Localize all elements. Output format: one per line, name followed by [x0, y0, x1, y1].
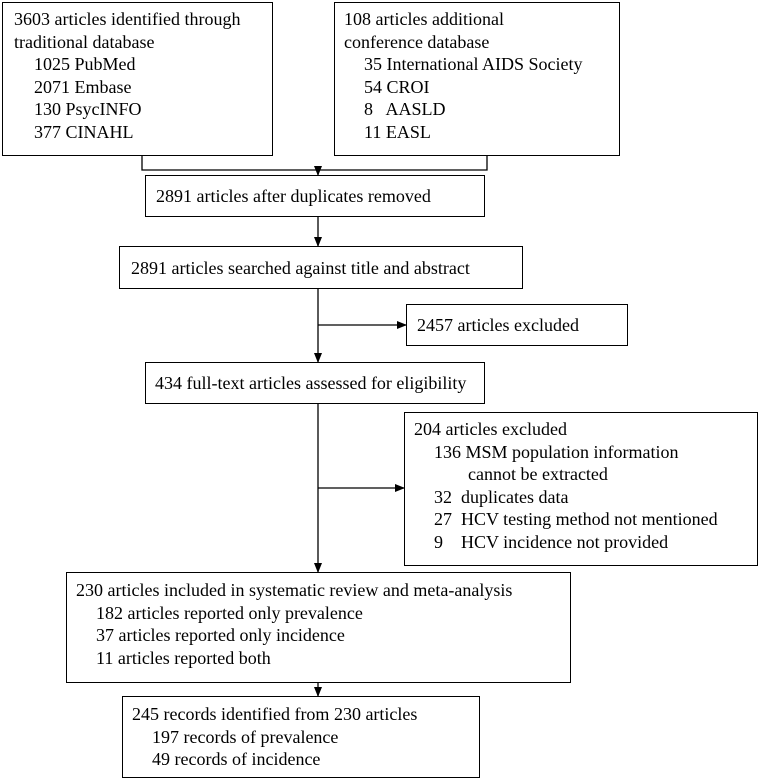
excluded-204-heading: 204 articles excluded — [414, 419, 567, 439]
box-conference-database: 108 articles additional conference datab… — [334, 2, 620, 156]
included-heading: 230 articles included in systematic revi… — [76, 580, 513, 600]
fulltext-text: 434 full-text articles assessed for elig… — [155, 373, 467, 393]
source-pubmed: 1025 PubMed — [34, 54, 136, 74]
records-prevalence: 197 records of prevalence — [152, 726, 339, 747]
box-fulltext-assessed: 434 full-text articles assessed for elig… — [145, 362, 485, 404]
title-abstract-text: 2891 articles searched against title and… — [131, 258, 470, 278]
source-croi: 54 CROI — [364, 76, 430, 97]
source-easl: 11 EASL — [364, 121, 431, 142]
reason-msm-population-cont: cannot be extracted — [468, 464, 608, 484]
conference-heading-1: 108 articles additional — [344, 9, 504, 29]
box-title-abstract: 2891 articles searched against title and… — [119, 246, 523, 289]
box-traditional-database: 3603 articles identified through traditi… — [2, 2, 273, 156]
included-incidence-only: 37 articles reported only incidence — [96, 625, 345, 645]
box-duplicates-removed: 2891 articles after duplicates removed — [145, 175, 485, 217]
duplicates-removed-text: 2891 articles after duplicates removed — [156, 186, 431, 206]
reason-incidence: 9 HCV incidence not provided — [434, 531, 669, 552]
source-embase: 2071 Embase — [34, 76, 132, 97]
source-cinahl: 377 CINAHL — [34, 121, 134, 142]
traditional-heading-1: 3603 articles identified through — [14, 9, 241, 29]
reason-msm-population: 136 MSM population information — [434, 441, 679, 462]
box-excluded-204: 204 articles excluded 136 MSM population… — [404, 412, 758, 566]
box-excluded-2457: 2457 articles excluded — [406, 304, 628, 346]
source-ias: 35 International AIDS Society — [364, 54, 583, 74]
merge-connector — [141, 156, 488, 171]
box-included: 230 articles included in systematic revi… — [66, 572, 571, 683]
conference-heading-2: conference database — [344, 31, 490, 52]
excluded-2457-text: 2457 articles excluded — [417, 315, 579, 335]
records-heading: 245 records identified from 230 articles — [132, 704, 418, 724]
source-aasld: 8 AASLD — [364, 99, 446, 119]
reason-testing-method: 27 HCV testing method not mentioned — [434, 509, 718, 529]
source-psycinfo: 130 PsycINFO — [34, 99, 142, 119]
included-prevalence-only: 182 articles reported only prevalence — [96, 602, 363, 623]
records-incidence: 49 records of incidence — [152, 749, 321, 769]
reason-duplicates: 32 duplicates data — [434, 486, 569, 507]
included-both: 11 articles reported both — [96, 647, 271, 668]
traditional-heading-2: traditional database — [14, 31, 155, 52]
box-records: 245 records identified from 230 articles… — [122, 696, 480, 778]
